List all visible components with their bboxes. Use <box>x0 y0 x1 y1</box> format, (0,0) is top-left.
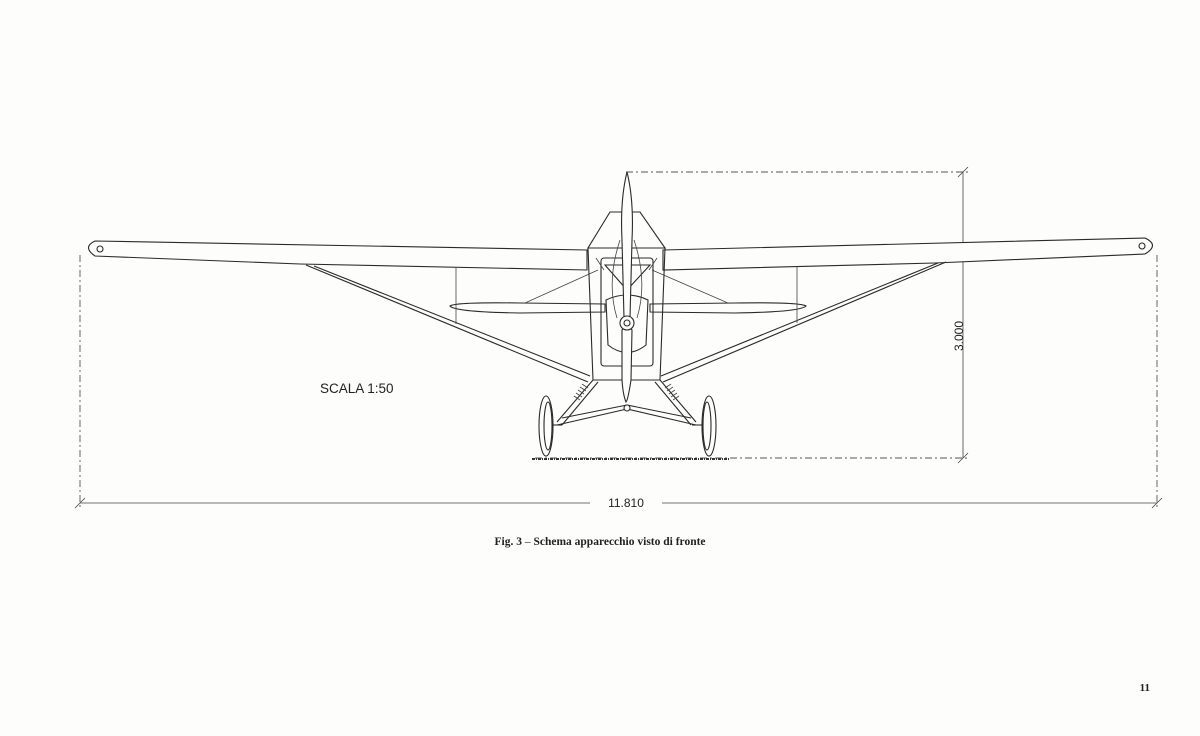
wing <box>87 237 1154 271</box>
height-dimension-label: 3.000 <box>952 321 966 351</box>
landing-gear <box>550 379 704 426</box>
figure-number: Fig. 3 <box>494 536 522 548</box>
caption-text: Schema apparecchio visto di fronte <box>533 536 706 548</box>
dimension-lines <box>74 166 1163 509</box>
figure-caption: Fig. 3 – Schema apparecchio visto di fro… <box>0 536 1200 548</box>
wing-struts <box>305 261 947 383</box>
caption-separator: – <box>524 536 531 548</box>
page-number: 11 <box>1139 682 1150 694</box>
wheel-right <box>701 395 717 457</box>
span-dimension-label: 11.810 <box>608 496 644 510</box>
propeller <box>611 171 643 403</box>
scale-label: SCALA 1:50 <box>320 381 394 396</box>
horizontal-stabilizer <box>449 302 807 314</box>
wheel-left <box>538 395 554 457</box>
